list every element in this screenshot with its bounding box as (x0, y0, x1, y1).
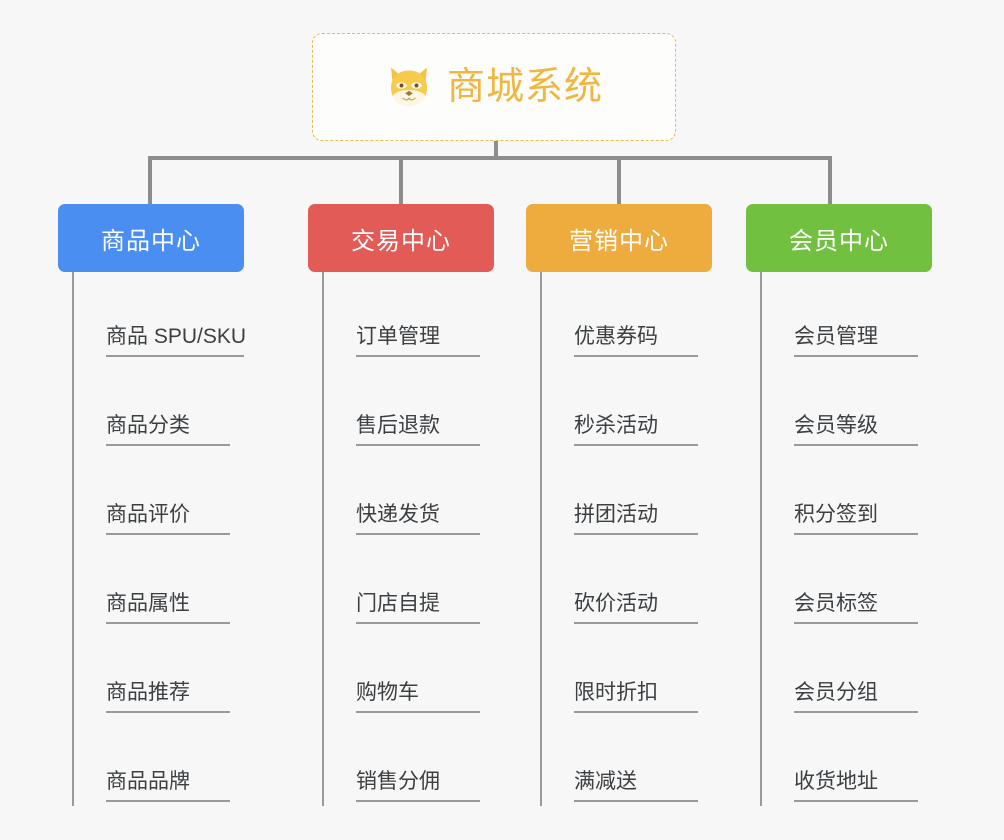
branch-column-1: 交易中心 订单管理 售后退款 快递发货 门店自提 购物车 销售分佣 (308, 204, 494, 806)
leaf-item[interactable]: 商品 SPU/SKU (74, 272, 246, 361)
connector-drop-0 (148, 156, 152, 206)
leaf-item[interactable]: 商品推荐 (74, 628, 244, 717)
leaf-item[interactable]: 收货地址 (762, 717, 932, 806)
leaf-label: 优惠券码 (574, 325, 698, 357)
leaf-item[interactable]: 商品评价 (74, 450, 244, 539)
leaf-item[interactable]: 购物车 (324, 628, 494, 717)
leaf-item[interactable]: 拼团活动 (542, 450, 712, 539)
leaf-label: 订单管理 (356, 325, 480, 357)
leaf-label: 门店自提 (356, 592, 480, 624)
connector-drop-2 (617, 156, 621, 206)
leaf-item[interactable]: 砍价活动 (542, 539, 712, 628)
leaf-label: 商品评价 (106, 503, 230, 535)
leaf-label: 快递发货 (356, 503, 480, 535)
shiba-dog-icon (390, 67, 427, 106)
leaf-list-2: 优惠券码 秒杀活动 拼团活动 砍价活动 限时折扣 满减送 (540, 272, 712, 806)
leaf-label: 会员管理 (794, 325, 918, 357)
leaf-label: 限时折扣 (574, 681, 698, 713)
leaf-label: 商品品牌 (106, 770, 230, 802)
leaf-item[interactable]: 商品品牌 (74, 717, 244, 806)
leaf-item[interactable]: 满减送 (542, 717, 712, 806)
leaf-item[interactable]: 会员管理 (762, 272, 932, 361)
leaf-item[interactable]: 秒杀活动 (542, 361, 712, 450)
leaf-item[interactable]: 快递发货 (324, 450, 494, 539)
leaf-label: 收货地址 (794, 770, 918, 802)
leaf-item[interactable]: 积分签到 (762, 450, 932, 539)
category-header-3[interactable]: 会员中心 (746, 204, 932, 272)
leaf-label: 售后退款 (356, 414, 480, 446)
leaf-label: 秒杀活动 (574, 414, 698, 446)
leaf-list-3: 会员管理 会员等级 积分签到 会员标签 会员分组 收货地址 (760, 272, 932, 806)
leaf-label: 商品属性 (106, 592, 230, 624)
leaf-label: 砍价活动 (574, 592, 698, 624)
branch-column-3: 会员中心 会员管理 会员等级 积分签到 会员标签 会员分组 收货地址 (746, 204, 932, 806)
leaf-label: 积分签到 (794, 503, 918, 535)
leaf-item[interactable]: 优惠券码 (542, 272, 712, 361)
category-header-0[interactable]: 商品中心 (58, 204, 244, 272)
category-header-1[interactable]: 交易中心 (308, 204, 494, 272)
connector-stem (494, 141, 498, 160)
leaf-label: 拼团活动 (574, 503, 698, 535)
leaf-item[interactable]: 会员分组 (762, 628, 932, 717)
leaf-label: 销售分佣 (356, 770, 480, 802)
leaf-item[interactable]: 商品分类 (74, 361, 244, 450)
leaf-item[interactable]: 售后退款 (324, 361, 494, 450)
leaf-label: 会员分组 (794, 681, 918, 713)
root-node[interactable]: 商城系统 (312, 33, 676, 141)
branch-column-0: 商品中心 商品 SPU/SKU 商品分类 商品评价 商品属性 商品推荐 商品品牌 (58, 204, 246, 806)
connector-bus (148, 156, 832, 160)
leaf-item[interactable]: 限时折扣 (542, 628, 712, 717)
connector-drop-3 (828, 156, 832, 206)
leaf-label: 商品 SPU/SKU (106, 325, 246, 357)
leaf-item[interactable]: 订单管理 (324, 272, 494, 361)
leaf-item[interactable]: 会员等级 (762, 361, 932, 450)
leaf-label: 会员等级 (794, 414, 918, 446)
connector-drop-1 (399, 156, 403, 206)
leaf-label: 购物车 (356, 681, 480, 713)
leaf-item[interactable]: 销售分佣 (324, 717, 494, 806)
leaf-label: 商品分类 (106, 414, 230, 446)
category-header-2[interactable]: 营销中心 (526, 204, 712, 272)
leaf-label: 会员标签 (794, 592, 918, 624)
leaf-label: 满减送 (574, 770, 698, 802)
leaf-item[interactable]: 商品属性 (74, 539, 244, 628)
branch-column-2: 营销中心 优惠券码 秒杀活动 拼团活动 砍价活动 限时折扣 满减送 (526, 204, 712, 806)
leaf-list-0: 商品 SPU/SKU 商品分类 商品评价 商品属性 商品推荐 商品品牌 (72, 272, 246, 806)
leaf-label: 商品推荐 (106, 681, 230, 713)
leaf-item[interactable]: 门店自提 (324, 539, 494, 628)
leaf-item[interactable]: 会员标签 (762, 539, 932, 628)
root-title: 商城系统 (446, 66, 603, 108)
leaf-list-1: 订单管理 售后退款 快递发货 门店自提 购物车 销售分佣 (322, 272, 494, 806)
